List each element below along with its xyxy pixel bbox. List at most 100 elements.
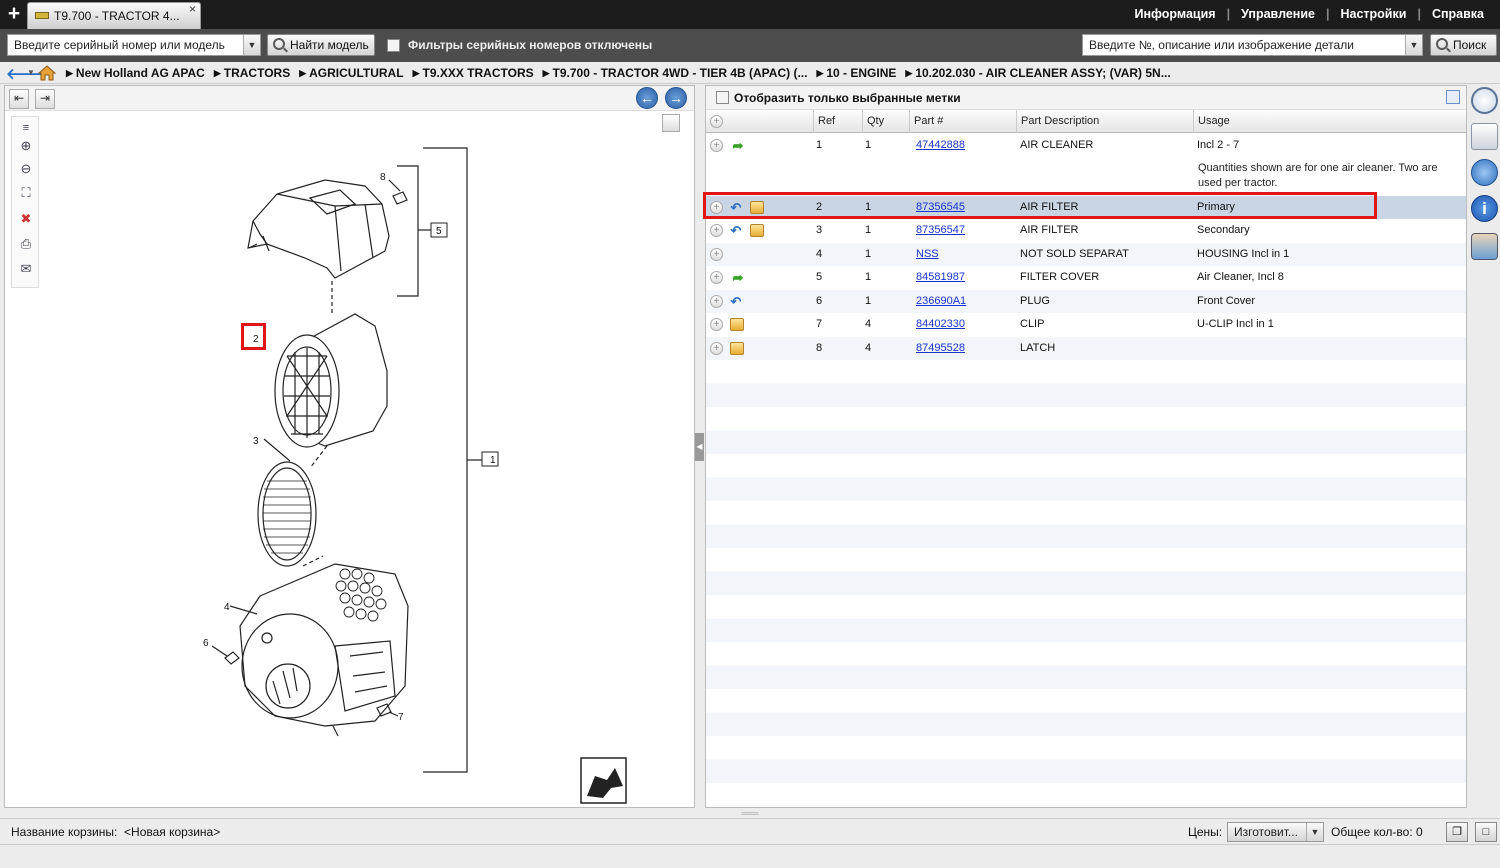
horizontal-splitter[interactable]: ═══ xyxy=(741,809,759,818)
fit-to-window-icon[interactable]: ⛶ xyxy=(21,185,31,200)
table-row[interactable]: + 8 4 87495528 LATCH xyxy=(706,337,1466,360)
back-circle-icon[interactable]: ← xyxy=(636,87,658,109)
callout-4[interactable]: 4 xyxy=(224,602,230,613)
add-to-basket-icon[interactable]: + xyxy=(710,201,723,214)
maximize-icon[interactable]: □ xyxy=(1475,822,1497,842)
fullscreen-icon[interactable] xyxy=(662,114,680,132)
tab-t9700[interactable]: T9.700 - TRACTOR 4... × xyxy=(27,2,201,29)
col-desc[interactable]: Part Description xyxy=(1016,110,1194,133)
add-to-basket-icon[interactable]: + xyxy=(710,271,723,284)
col-qty[interactable]: Qty xyxy=(862,110,910,133)
part-number-link[interactable]: 87495528 xyxy=(916,342,965,354)
col-part[interactable]: Part # xyxy=(909,110,1017,133)
new-tab-icon[interactable]: + xyxy=(7,2,21,25)
part-number-link[interactable]: 87356547 xyxy=(916,224,965,236)
part-number-link[interactable]: NSS xyxy=(916,248,939,260)
breadcrumb-item[interactable]: 10 - ENGINE xyxy=(816,66,896,80)
breadcrumb-item[interactable]: 10.202.030 - AIR CLEANER ASSY; (VAR) 5N.… xyxy=(905,66,1170,80)
exploded-diagram[interactable]: 1 2 3 4 5 6 7 8 xyxy=(5,86,696,809)
table-row[interactable]: + ↶ 6 1 236690A1 PLUG Front Cover xyxy=(706,290,1466,313)
callout-6[interactable]: 6 xyxy=(203,638,209,649)
forward-circle-icon[interactable]: → xyxy=(665,87,687,109)
user-chat-icon[interactable] xyxy=(1471,233,1498,260)
menu-help[interactable]: Справка xyxy=(1431,7,1484,21)
row-ref: 5 xyxy=(816,271,823,283)
next-page-icon[interactable]: ⇥ xyxy=(35,89,55,109)
zoom-in-icon[interactable]: ⊕ xyxy=(20,138,32,153)
zoom-out-icon[interactable]: ⊖ xyxy=(20,161,32,176)
add-all-icon[interactable]: + xyxy=(710,115,723,128)
export-icon[interactable] xyxy=(580,757,627,804)
part-number-link[interactable]: 87356545 xyxy=(916,201,965,213)
part-number-link[interactable]: 236690A1 xyxy=(916,295,967,307)
restore-window-icon[interactable]: ❐ xyxy=(1446,822,1468,842)
table-row[interactable]: + ➦ 5 1 84581987 FILTER COVER Air Cleane… xyxy=(706,266,1466,289)
basket-value[interactable]: <Новая корзина> xyxy=(124,825,221,839)
chevron-down-icon[interactable]: ▼ xyxy=(1306,823,1323,841)
row-usage: Air Cleaner, Incl 8 xyxy=(1197,271,1284,283)
table-row-selected[interactable]: + ↶ 2 1 87356545 AIR FILTER Primary xyxy=(706,196,1466,219)
part-number-link[interactable]: 84581987 xyxy=(916,271,965,283)
close-tab-icon[interactable]: × xyxy=(188,2,196,16)
menu-info[interactable]: Информация xyxy=(1134,7,1216,21)
breadcrumb-item[interactable]: New Holland AG APAC xyxy=(66,66,205,80)
part-search-placeholder: Введите №, описание или изображение дета… xyxy=(1089,38,1354,52)
usage-note: Quantities shown are for one air cleaner… xyxy=(1198,162,1438,189)
print-icon[interactable]: ⎙ xyxy=(20,236,32,251)
add-to-basket-icon[interactable]: + xyxy=(710,318,723,331)
drag-handle-icon[interactable]: ≡ xyxy=(22,122,30,134)
callout-7[interactable]: 7 xyxy=(398,712,404,723)
prev-page-icon[interactable]: ⇤ xyxy=(9,89,29,109)
breadcrumb-item[interactable]: TRACTORS xyxy=(214,66,290,80)
callout-1[interactable]: 1 xyxy=(490,455,496,466)
blue-arrow-icon: ↶ xyxy=(730,223,742,238)
add-to-basket-icon[interactable]: + xyxy=(710,139,723,152)
search-icon[interactable] xyxy=(1471,87,1498,114)
home-icon[interactable] xyxy=(38,65,56,81)
globe-icon[interactable] xyxy=(1471,159,1498,186)
callout-8[interactable]: 8 xyxy=(380,172,386,183)
breadcrumb-item[interactable]: AGRICULTURAL xyxy=(299,66,403,80)
chevron-down-icon[interactable]: ▼ xyxy=(1405,35,1422,55)
clear-zoom-icon[interactable]: ✖ xyxy=(20,211,32,226)
callout-5[interactable]: 5 xyxy=(436,226,442,237)
diagram-pane: 1 2 3 4 5 6 7 8 ⇤ ⇥ ← → ≡ ⊕ ⊖ ⛶ ✖ ⎙ ✉ xyxy=(4,85,695,808)
breadcrumb-item[interactable]: T9.700 - TRACTOR 4WD - TIER 4B (APAC) (.… xyxy=(543,66,808,80)
table-row[interactable]: + 7 4 84402330 CLIP U-CLIP Incl in 1 xyxy=(706,313,1466,336)
menu-settings[interactable]: Настройки xyxy=(1340,7,1407,21)
row-desc: AIR FILTER xyxy=(1020,201,1079,213)
serial-filter-checkbox[interactable] xyxy=(387,39,400,52)
menu-manage[interactable]: Управление xyxy=(1241,7,1315,21)
table-row[interactable]: + ↶ 3 1 87356547 AIR FILTER Secondary xyxy=(706,219,1466,242)
part-number-link[interactable]: 47442888 xyxy=(916,139,965,151)
part-number-link[interactable]: 84402330 xyxy=(916,318,965,330)
row-usage: Front Cover xyxy=(1197,295,1256,307)
breadcrumb-item[interactable]: T9.XXX TRACTORS xyxy=(413,66,533,80)
serial-model-input[interactable]: Введите серийный номер или модель ▼ xyxy=(7,34,261,56)
add-to-basket-icon[interactable]: + xyxy=(710,342,723,355)
table-row[interactable]: + ➦ 1 1 47442888 AIR CLEANER Incl 2 - 7 xyxy=(706,134,1466,157)
back-arrow-icon[interactable]: 🡐 xyxy=(6,66,47,83)
columns-icon[interactable] xyxy=(1446,90,1460,104)
table-row[interactable]: + 4 1 NSS NOT SOLD SEPARAT HOUSING Incl … xyxy=(706,243,1466,266)
callout-3[interactable]: 3 xyxy=(253,436,259,447)
add-to-basket-icon[interactable]: + xyxy=(710,224,723,237)
col-ref[interactable]: Ref xyxy=(813,110,863,133)
info-icon[interactable]: i xyxy=(1471,195,1498,222)
part-search-input[interactable]: Введите №, описание или изображение дета… xyxy=(1082,34,1423,56)
document-icon[interactable] xyxy=(1471,123,1498,150)
col-usage[interactable]: Usage xyxy=(1193,110,1466,133)
callout-2[interactable]: 2 xyxy=(253,334,259,345)
collapse-splitter[interactable]: ◀ xyxy=(695,433,704,461)
add-to-basket-icon[interactable]: + xyxy=(710,248,723,261)
chevron-down-icon[interactable]: ▼ xyxy=(243,35,260,55)
search-button[interactable]: Поиск xyxy=(1430,34,1497,56)
total-qty: Общее кол-во: 0 xyxy=(1331,825,1423,839)
basket-bar: Название корзины: <Новая корзина> Цены: … xyxy=(0,818,1500,844)
add-to-basket-icon[interactable]: + xyxy=(710,295,723,308)
email-icon[interactable]: ✉ xyxy=(20,261,32,276)
find-model-button[interactable]: Найти модель xyxy=(267,34,375,56)
show-selected-checkbox[interactable] xyxy=(716,91,729,104)
chevron-down-icon[interactable]: ▼ xyxy=(27,68,35,77)
price-select[interactable]: Изготовит... ▼ xyxy=(1227,822,1324,842)
